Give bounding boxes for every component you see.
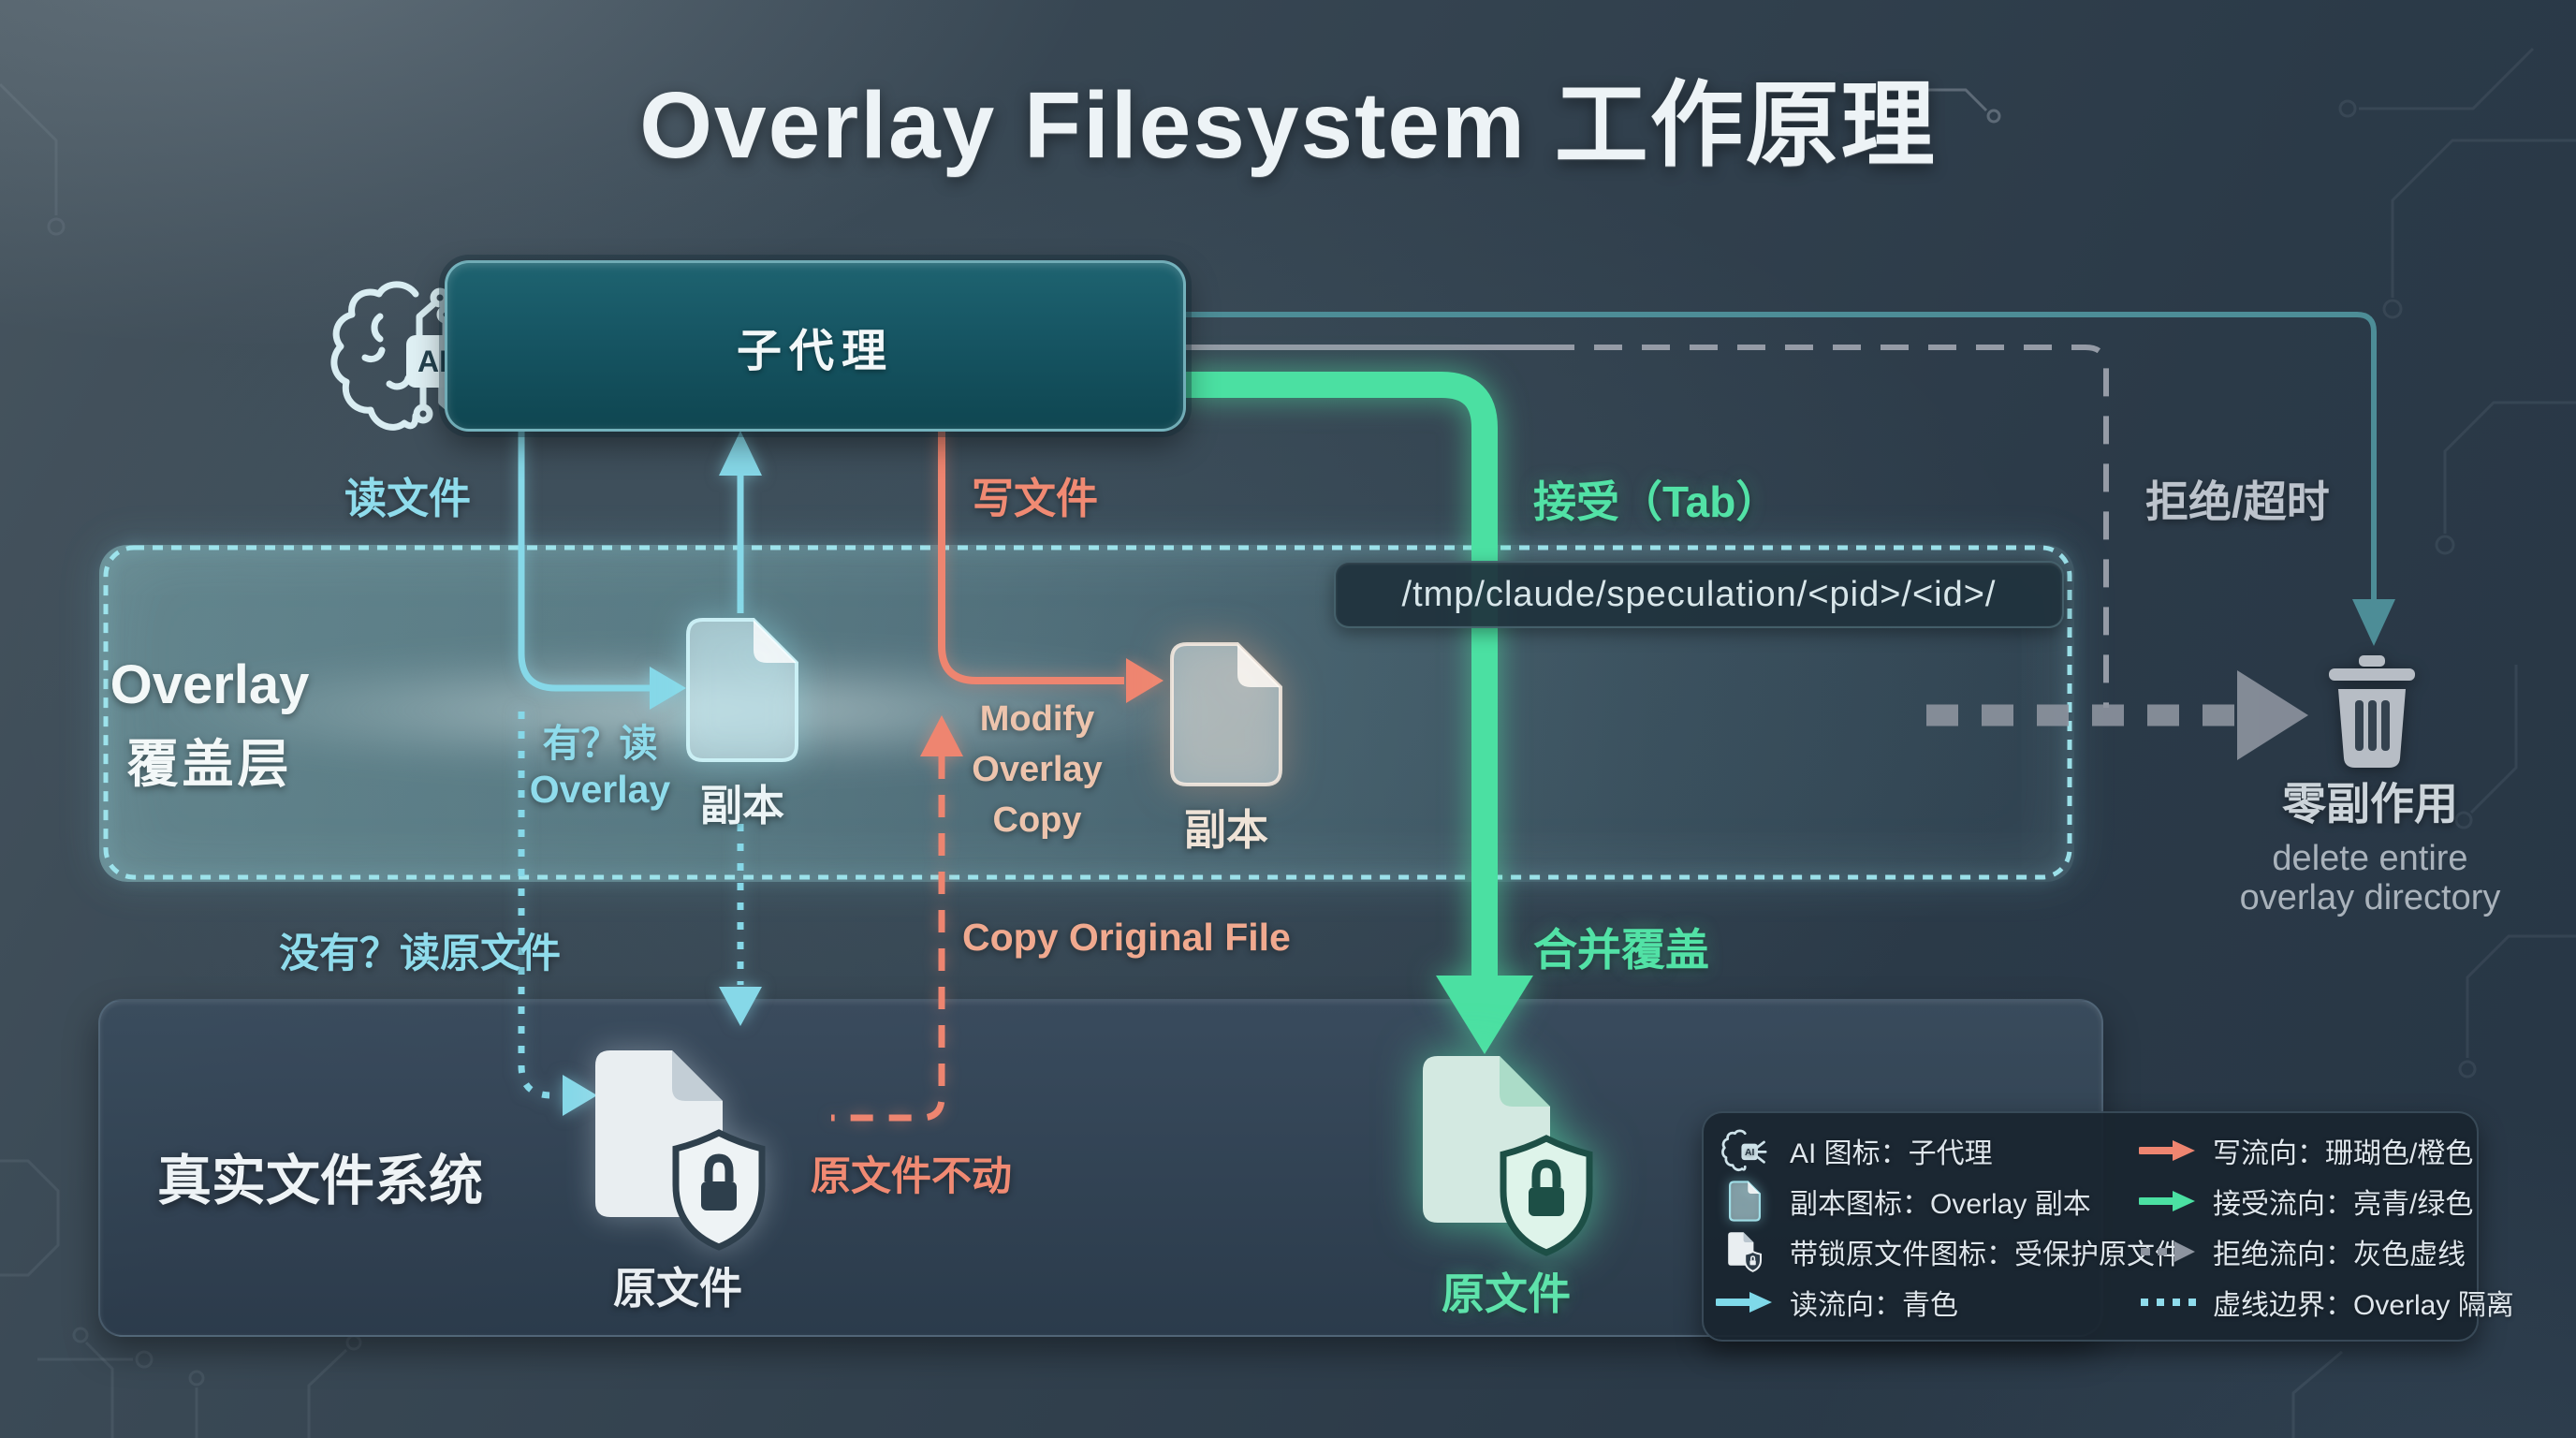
zero-side-effect-caption: 零副作用 delete entire overlay directory — [2220, 768, 2520, 918]
legend-item: 副本图标：Overlay 副本 — [1715, 1179, 2138, 1224]
overlay-boundary-dotted-border — [103, 545, 2072, 880]
read-cyan-path — [518, 428, 686, 710]
reject-gray-path — [1180, 345, 2109, 708]
legend-label: 写流向：珊瑚色/橙色 — [2213, 1138, 2474, 1169]
legend-item: 接受流向：亮青/绿色 — [2138, 1179, 2514, 1224]
legend-item: 读流向：青色 — [1715, 1280, 2138, 1325]
delete-overlay-arrow — [1926, 670, 2308, 760]
copy-file-icon — [686, 618, 798, 762]
agent-box: 子代理 — [445, 260, 1186, 432]
boundary-dotted-icon — [2138, 1297, 2198, 1308]
legend-column-left: AI AI 图标：子代理 副本图标：Overlay 副本 — [1715, 1128, 2183, 1325]
modify-line3: Copy — [992, 800, 1082, 840]
overlay-title-zh: 覆盖层 — [126, 735, 293, 793]
no-read-original-label: 没有？读原文件 — [279, 932, 561, 976]
copy-to-original-dotted-path — [719, 824, 762, 1026]
svg-text:AI: AI — [1745, 1148, 1755, 1158]
reject-arrow-icon — [2138, 1240, 2198, 1264]
locked-file-icon — [1715, 1230, 1775, 1273]
overlay-path-text: /tmp/claude/speculation/<pid>/<id>/ — [1401, 574, 1997, 614]
write-label: 写文件 — [972, 475, 1099, 522]
write-arrow-icon — [2138, 1138, 2198, 1163]
locked-file-icon — [595, 1050, 766, 1251]
overlay-title-en: Overlay — [110, 654, 310, 715]
read-arrow-icon — [1715, 1290, 1775, 1314]
write-coral-path — [938, 428, 1164, 703]
modify-line2: Overlay — [972, 749, 1103, 789]
legend-label: 读流向：青色 — [1790, 1290, 1958, 1321]
zero-side-effect-zh: 零副作用 — [2282, 779, 2458, 829]
overlay-layer-title: Overlay 覆盖层 — [97, 653, 322, 797]
original-unmoved-label: 原文件不动 — [811, 1154, 1012, 1199]
legend-label: 接受流向：亮青/绿色 — [2213, 1189, 2474, 1220]
legend-item: AI AI 图标：子代理 — [1715, 1128, 2138, 1173]
copy-original-file-label: Copy Original File — [962, 916, 1291, 959]
agent-label: 子代理 — [736, 326, 894, 376]
legend-item: 带锁原文件图标：受保护原文件 — [1715, 1229, 2183, 1274]
legend-item: 写流向：珊瑚色/橙色 — [2138, 1128, 2514, 1173]
have-read-line1: 有？读 — [542, 722, 658, 765]
legend-panel: AI AI 图标：子代理 副本图标：Overlay 副本 — [1702, 1111, 2514, 1342]
read-label: 读文件 — [344, 475, 472, 522]
legend-item: 拒绝流向：灰色虚线 — [2138, 1229, 2514, 1274]
locked-file-icon — [1423, 1056, 1593, 1256]
trash-icon — [2329, 655, 2415, 768]
legend-label: 虚线边界：Overlay 隔离 — [2213, 1290, 2514, 1321]
legend-item: 虚线边界：Overlay 隔离 — [2138, 1280, 2514, 1325]
have-read-label: 有？读 Overlay — [520, 721, 680, 813]
modify-overlay-copy-label: Modify Overlay Copy — [967, 695, 1107, 846]
svg-text:AI: AI — [417, 345, 447, 378]
read-fallthrough-dotted-path — [518, 712, 597, 1116]
copy2-label: 副本 — [1183, 806, 1268, 854]
legend-label: 拒绝流向：灰色虚线 — [2213, 1240, 2466, 1270]
ai-brain-icon: AI — [1715, 1126, 1775, 1175]
delete-caption-line1: delete entire — [2272, 839, 2468, 878]
delete-caption-line2: overlay directory — [2239, 877, 2501, 917]
original1-label: 原文件 — [613, 1264, 742, 1313]
copy-original-dashed-path — [831, 715, 963, 1122]
have-read-line2: Overlay — [529, 768, 671, 812]
legend-column-right: 写流向：珊瑚色/橙色 接受流向：亮青/绿色 拒绝 — [2138, 1128, 2514, 1325]
read-return-arrow — [719, 431, 762, 613]
copy-file-icon — [1170, 642, 1282, 786]
overlay-path-pill: /tmp/claude/speculation/<pid>/<id>/ — [1334, 561, 2064, 628]
accept-green-path — [1180, 372, 1533, 1054]
page-title: Overlay Filesystem 工作原理 — [639, 73, 1937, 178]
original2-label: 原文件 — [1442, 1269, 1571, 1318]
merge-overwrite-label: 合并覆盖 — [1533, 925, 1709, 975]
legend-label: 带锁原文件图标：受保护原文件 — [1790, 1240, 2183, 1270]
legend-label: 副本图标：Overlay 副本 — [1790, 1189, 2091, 1220]
modify-line1: Modify — [979, 699, 1095, 739]
reject-timeout-label: 拒绝/超时 — [2145, 477, 2330, 526]
copy1-label: 副本 — [699, 782, 784, 829]
accept-arrow-icon — [2138, 1189, 2198, 1213]
accept-label: 接受（Tab） — [1533, 477, 1779, 526]
copy-file-icon — [1715, 1181, 1775, 1222]
legend-label: AI 图标：子代理 — [1790, 1138, 1993, 1169]
real-filesystem-label: 真实文件系统 — [157, 1151, 484, 1211]
timeout-teal-path — [1180, 312, 2395, 646]
